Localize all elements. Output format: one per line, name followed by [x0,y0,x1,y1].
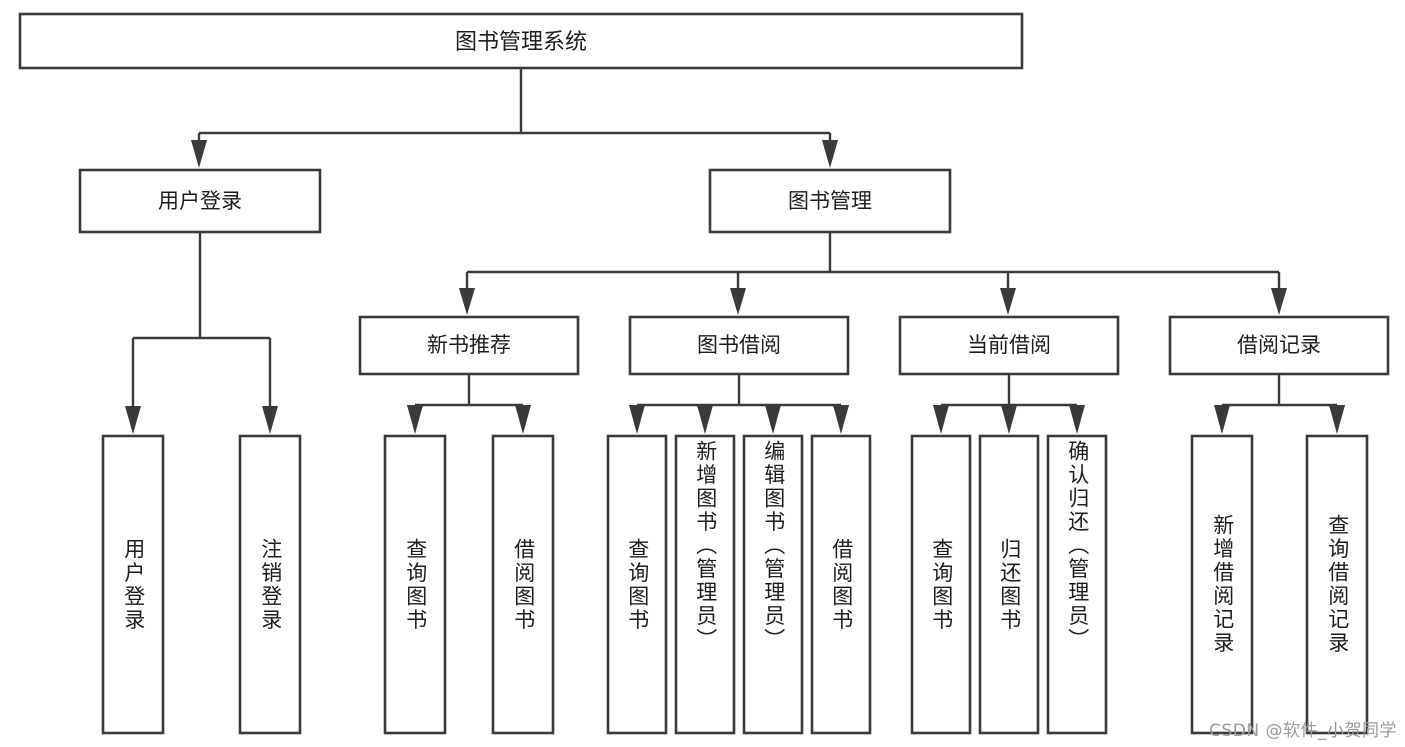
leaf-box-current-borrow-3[interactable] [1046,434,1108,735]
csdn-watermark: CSDN @软件_小贺同学 [1209,721,1397,741]
leaf-box-current-borrow-2[interactable] [978,434,1040,735]
node-book-borrow-label: 图书借阅 [697,333,781,357]
arrow-head-to-book-borrow [730,288,746,315]
leaf-box-user-login-1[interactable] [101,434,165,735]
arrow-head-borrow-record-leaf-2 [1329,405,1345,434]
leaf-box-book-borrow-3[interactable] [742,434,804,735]
node-book-borrow-box[interactable] [628,315,850,376]
node-new-book-recommend-label: 新书推荐 [427,333,511,357]
node-borrow-record-label: 借阅记录 [1237,333,1321,357]
arrow-head-borrow-record-leaf-1 [1214,405,1230,434]
leaf-box-borrow-record-2[interactable] [1305,434,1369,735]
node-user-login-label: 用户登录 [158,189,242,213]
arrow-head-book-borrow-leaf-4 [833,405,849,434]
leaf-box-book-borrow-2[interactable] [674,434,736,735]
arrow-head-to-borrow-record [1271,288,1287,315]
arrow-head-book-borrow-leaf-3 [765,405,781,434]
arrow-head-book-borrow-leaf-2 [697,405,713,434]
arrow-head-new-book-leaf-1 [407,405,423,434]
node-new-book-recommend-box[interactable] [358,315,580,376]
leaf-box-current-borrow-1[interactable] [910,434,972,735]
arrow-head-new-book-leaf-2 [515,405,531,434]
node-root-box[interactable] [18,12,1024,70]
node-root-label: 图书管理系统 [455,30,587,55]
leaf-box-new-book-1[interactable] [383,434,447,735]
leaf-box-user-login-2[interactable] [238,434,302,735]
arrow-head-user-login-leaf-1 [125,406,141,434]
arrow-head-current-borrow-leaf-3 [1069,405,1085,434]
node-book-manage-label: 图书管理 [788,189,872,213]
arrow-head-current-borrow-leaf-2 [1001,405,1017,434]
node-book-manage-box[interactable] [708,168,952,234]
arrow-head-book-borrow-leaf-1 [629,405,645,434]
arrow-head-to-new-book [459,288,475,315]
leaf-box-borrow-record-1[interactable] [1190,434,1254,735]
arrow-head-user-login-leaf-2 [262,406,278,434]
leaf-box-new-book-2[interactable] [491,434,555,735]
arrow-head-to-user-login [191,140,207,168]
arrow-head-to-current-borrow [1000,288,1016,315]
node-current-borrow-label: 当前借阅 [967,333,1051,357]
node-borrow-record-box[interactable] [1168,315,1390,376]
leaf-box-book-borrow-1[interactable] [606,434,668,735]
arrow-head-to-book-manage [822,140,838,168]
leaf-box-book-borrow-4[interactable] [810,434,872,735]
node-current-borrow-box[interactable] [898,315,1120,376]
arrow-head-current-borrow-leaf-1 [933,405,949,434]
